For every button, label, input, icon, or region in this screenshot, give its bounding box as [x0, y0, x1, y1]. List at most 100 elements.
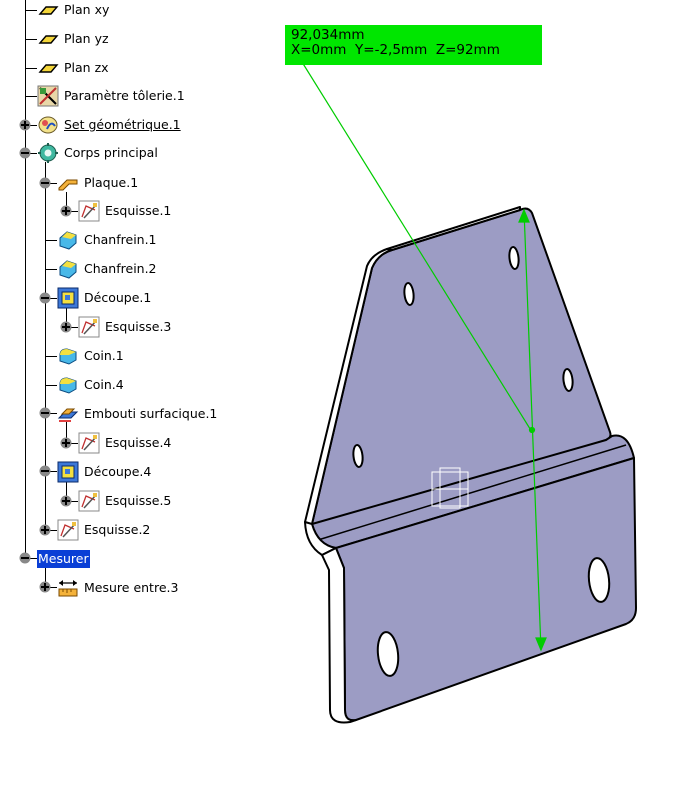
tree-item-label: Coin.1	[84, 348, 124, 363]
tree-item-wall[interactable]: Plaque.1	[57, 172, 139, 194]
expand-plus-icon[interactable]	[60, 437, 72, 449]
tree-item-corner[interactable]: Coin.1	[57, 345, 125, 367]
tree-item-chamfer[interactable]: Chanfrein.1	[57, 229, 158, 251]
tree-item-corner[interactable]: Coin.4	[57, 374, 125, 396]
tree-item-label: Coin.4	[84, 377, 124, 392]
tree-branch-line	[25, 96, 37, 97]
tree-item-label: Plaque.1	[84, 175, 139, 190]
tree-item-plan-zx[interactable]: Plan zx	[37, 57, 110, 79]
collapse-minus-icon[interactable]	[39, 407, 51, 419]
expand-plus-icon[interactable]	[60, 321, 72, 333]
tree-branch-line	[25, 125, 37, 126]
collapse-minus-icon[interactable]	[19, 147, 31, 159]
tree-branch-line	[25, 39, 37, 40]
bend-line	[317, 444, 627, 541]
tree-branch-line	[45, 567, 46, 587]
specification-tree: Plan xy Plan yz Plan zx Paramètre tôleri…	[0, 0, 250, 620]
collapse-minus-icon[interactable]	[19, 552, 31, 564]
tree-item-label: Mesurer	[37, 550, 90, 568]
sketch-icon	[78, 316, 100, 338]
tree-item-label: Découpe.1	[84, 290, 152, 305]
tree-item-sketch[interactable]: Esquisse.1	[78, 200, 172, 222]
lower-flange-edge	[321, 547, 357, 724]
hole	[587, 557, 611, 603]
tree-item-label: Esquisse.2	[84, 522, 151, 537]
tree-item-cutout[interactable]: Découpe.1	[57, 287, 152, 309]
tree-item-label: Plan zx	[64, 60, 109, 75]
tree-item-label: Esquisse.4	[105, 435, 172, 450]
corner-icon	[59, 348, 77, 365]
measure-result-label[interactable]: 92,034mm X=0mm Y=-2,5mm Z=92mm	[285, 25, 542, 65]
tree-branch-line	[45, 530, 57, 531]
expand-plus-icon[interactable]	[60, 495, 72, 507]
tree-item-sheetmetal-parameters[interactable]: Paramètre tôlerie.1	[37, 85, 186, 107]
chamfer-icon	[59, 231, 77, 250]
tree-branch-line	[66, 501, 78, 502]
tree-trunk-line	[25, 0, 26, 558]
tree-item-label: Paramètre tôlerie.1	[64, 88, 185, 103]
tree-item-part-body[interactable]: Corps principal	[37, 142, 159, 164]
collapse-minus-icon[interactable]	[39, 177, 51, 189]
expand-plus-icon[interactable]	[19, 119, 31, 131]
tree-branch-line	[45, 269, 57, 270]
tree-branch-line	[45, 162, 46, 530]
measure-graphics	[301, 61, 547, 652]
bend-edge	[304, 521, 337, 556]
tree-item-cutout[interactable]: Découpe.4	[57, 461, 152, 483]
tree-branch-line	[45, 183, 57, 184]
chamfer-icon	[59, 260, 77, 279]
sketch-icon	[57, 519, 79, 541]
plane-icon	[38, 35, 59, 44]
collapse-minus-icon[interactable]	[39, 465, 51, 477]
tree-item-surface-stamp[interactable]: Embouti surfacique.1	[57, 403, 218, 425]
tree-item-sketch[interactable]: Esquisse.4	[78, 432, 172, 454]
arrow-bottom	[535, 637, 547, 652]
tree-branch-line	[66, 443, 78, 444]
tree-item-sketch[interactable]: Esquisse.2	[57, 519, 151, 541]
tree-branch-line	[25, 68, 37, 69]
measure-distance: 92,034mm	[291, 27, 365, 43]
tree-item-chamfer[interactable]: Chanfrein.2	[57, 258, 158, 280]
measure-anchor	[528, 426, 536, 434]
tree-branch-line	[25, 10, 37, 11]
plane-icon	[38, 6, 59, 15]
measure-between-icon	[58, 580, 78, 597]
dimension-line	[523, 209, 542, 651]
collapse-minus-icon[interactable]	[39, 292, 51, 304]
tree-item-label: Embouti surfacique.1	[84, 406, 218, 421]
expand-plus-icon[interactable]	[39, 581, 51, 593]
part-body-icon	[38, 143, 58, 163]
cutout-icon	[57, 287, 79, 309]
tree-item-measure[interactable]: Mesurer	[37, 548, 90, 570]
tree-item-label: Chanfrein.1	[84, 232, 157, 247]
tree-item-geometrical-set[interactable]: Set géométrique.1	[37, 114, 182, 136]
expand-plus-icon[interactable]	[60, 205, 72, 217]
hole	[403, 282, 415, 306]
sketch-icon	[78, 490, 100, 512]
tree-item-label: Set géométrique.1	[64, 117, 181, 132]
tree-item-measure-between[interactable]: Mesure entre.3	[57, 577, 179, 599]
hole	[508, 246, 520, 270]
hole	[562, 368, 574, 392]
tree-branch-line	[66, 480, 67, 500]
upper-flange-edge	[304, 248, 393, 527]
tree-item-plan-yz[interactable]: Plan yz	[37, 28, 110, 50]
corner-icon	[59, 377, 77, 394]
geometrical-set-icon	[38, 116, 58, 134]
tree-item-label: Plan yz	[64, 31, 109, 46]
tree-item-sketch[interactable]: Esquisse.3	[78, 316, 172, 338]
tree-item-plan-xy[interactable]: Plan xy	[37, 0, 110, 21]
tree-branch-line	[66, 422, 67, 442]
tree-branch-line	[45, 413, 57, 414]
sheet-metal-part[interactable]	[304, 206, 637, 724]
hole	[352, 444, 364, 468]
expand-plus-icon[interactable]	[39, 524, 51, 536]
wall-icon	[58, 179, 78, 191]
tree-item-label: Esquisse.3	[105, 319, 172, 334]
tree-item-label: Esquisse.1	[105, 203, 172, 218]
sheetmetal-parameters-icon	[37, 85, 59, 107]
surface-stamp-icon	[57, 408, 79, 422]
sketch-icon	[78, 432, 100, 454]
tree-item-sketch[interactable]: Esquisse.5	[78, 490, 172, 512]
upper-top-edge	[386, 206, 521, 251]
